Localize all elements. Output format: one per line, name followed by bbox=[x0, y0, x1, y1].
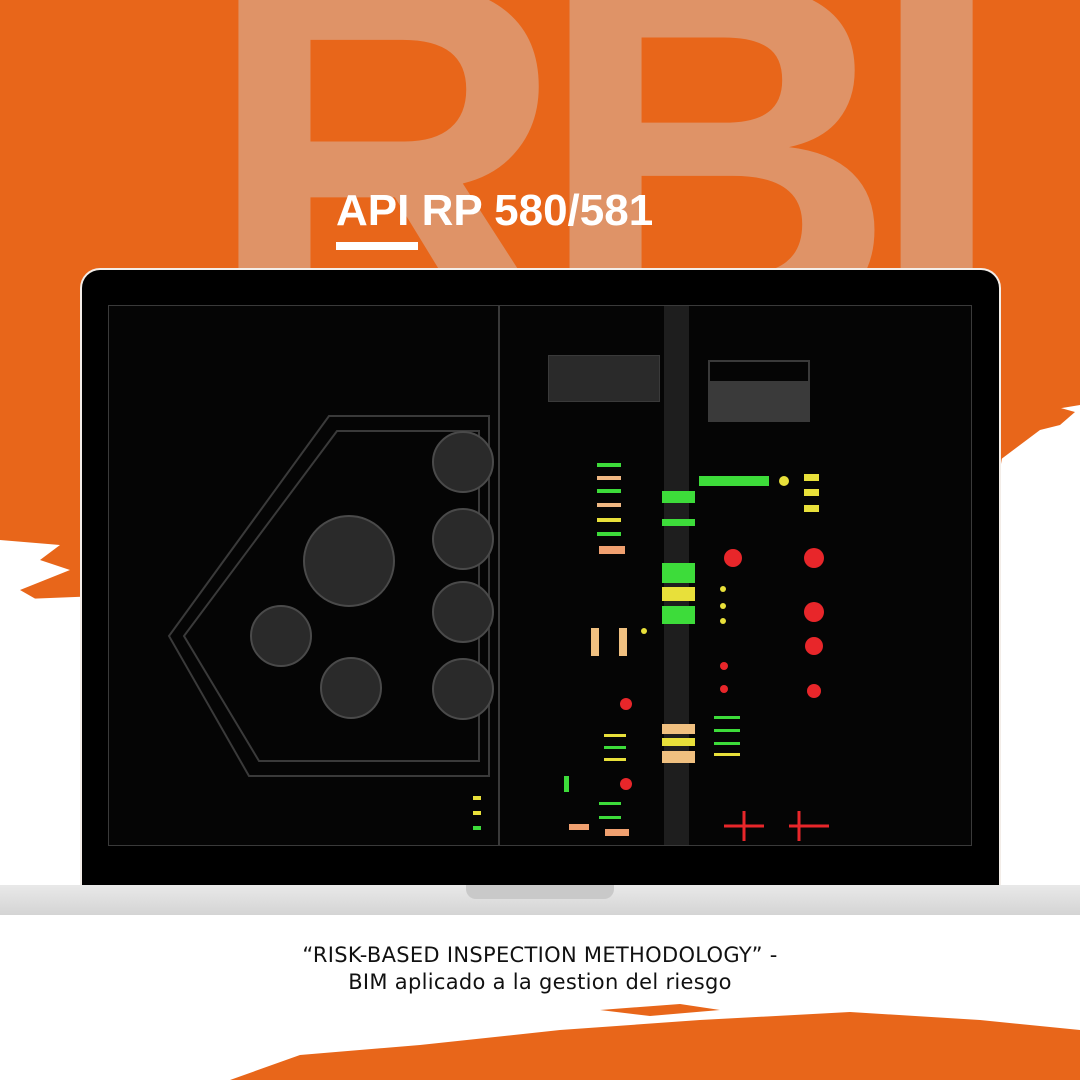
caption-line-2: BIM aplicado a la gestion del riesgo bbox=[348, 970, 732, 994]
storage-tanks bbox=[250, 431, 494, 720]
page-title: API RP 580/581 bbox=[336, 186, 654, 235]
plant-layout-render bbox=[167, 306, 829, 845]
title-underline bbox=[336, 242, 418, 250]
caption-line-1: “RISK-BASED INSPECTION METHODOLOGY” - bbox=[302, 943, 778, 967]
laptop-notch bbox=[466, 885, 614, 899]
laptop-screen-plant-model bbox=[108, 305, 972, 846]
risk-markers bbox=[473, 463, 829, 841]
caption: “RISK-BASED INSPECTION METHODOLOGY” - BI… bbox=[0, 942, 1080, 996]
